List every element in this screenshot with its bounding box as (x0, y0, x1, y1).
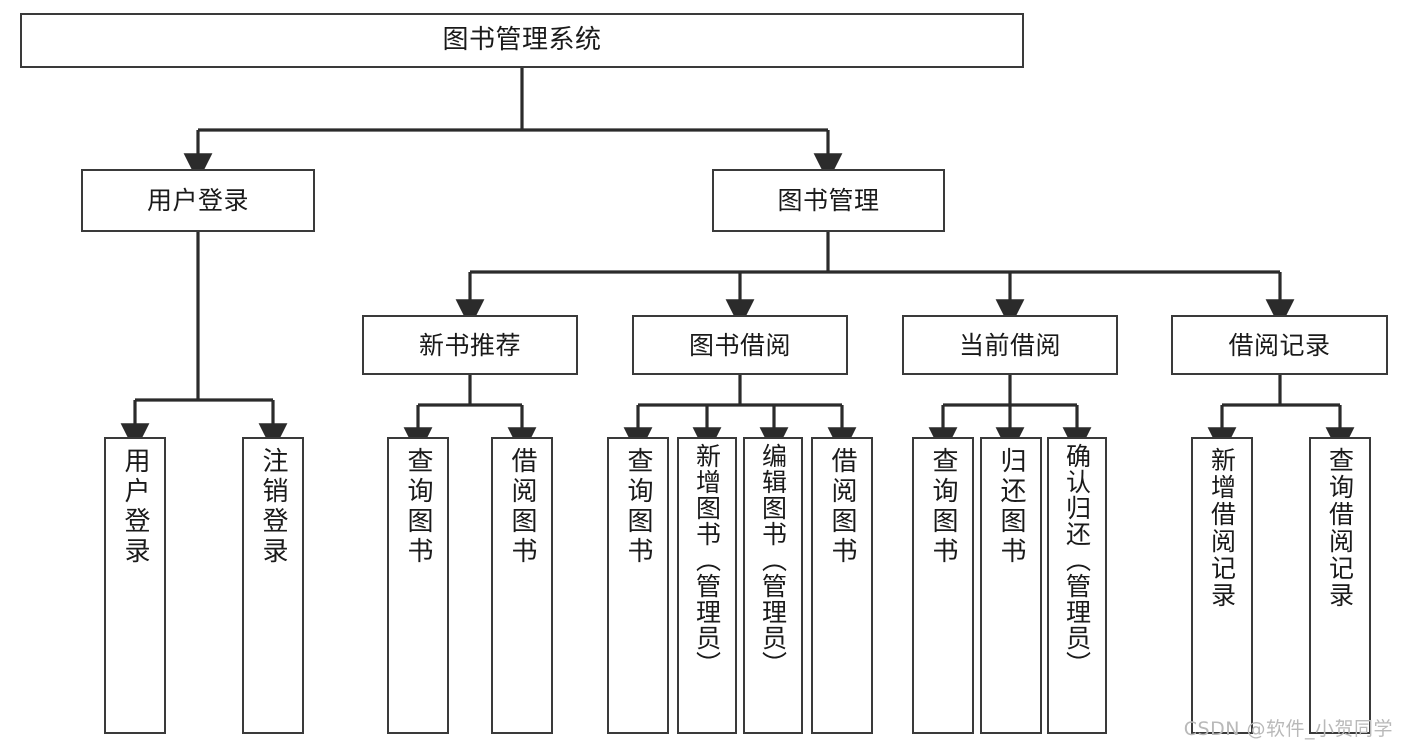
node-label: 确认归还（管理员） (1062, 443, 1092, 677)
leaf-borrow-book-recommend[interactable]: 借阅图书 (491, 437, 553, 734)
leaf-return-book[interactable]: 归还图书 (980, 437, 1042, 734)
node-label: 新增借阅记录 (1207, 447, 1237, 609)
node-book-manage[interactable]: 图书管理 (712, 169, 945, 232)
leaf-query-borrow-record[interactable]: 查询借阅记录 (1309, 437, 1371, 734)
node-label: 当前借阅 (958, 330, 1061, 360)
node-label: 新增图书（管理员） (692, 443, 722, 677)
csdn-watermark: CSDN @软件_小贺同学 (1183, 718, 1393, 740)
leaf-query-book-current[interactable]: 查询图书 (912, 437, 974, 734)
node-label: 新书推荐 (418, 330, 521, 360)
leaf-edit-book-admin[interactable]: 编辑图书（管理员） (743, 437, 803, 734)
leaf-query-book-recommend[interactable]: 查询图书 (387, 437, 449, 734)
leaf-user-login[interactable]: 用户登录 (104, 437, 166, 734)
leaf-borrow-book-borrow[interactable]: 借阅图书 (811, 437, 873, 734)
node-label: 借阅图书 (507, 447, 537, 567)
node-new-book-recommend[interactable]: 新书推荐 (362, 315, 578, 375)
node-label: 查询图书 (623, 447, 653, 567)
node-label: 借阅记录 (1228, 330, 1331, 360)
node-book-borrow[interactable]: 图书借阅 (632, 315, 848, 375)
node-label: 归还图书 (996, 447, 1026, 567)
node-user-login[interactable]: 用户登录 (81, 169, 315, 232)
node-root-system[interactable]: 图书管理系统 (20, 13, 1024, 68)
node-label: 用户登录 (146, 186, 249, 215)
leaf-logout-login[interactable]: 注销登录 (242, 437, 304, 734)
leaf-add-book-admin[interactable]: 新增图书（管理员） (677, 437, 737, 734)
node-label: 查询图书 (928, 447, 958, 567)
node-label: 图书管理 (777, 186, 880, 215)
node-borrow-record[interactable]: 借阅记录 (1171, 315, 1388, 375)
leaf-confirm-return-admin[interactable]: 确认归还（管理员） (1047, 437, 1107, 734)
node-label: 用户登录 (120, 447, 150, 567)
node-current-borrow[interactable]: 当前借阅 (902, 315, 1118, 375)
node-label: 查询图书 (403, 447, 433, 567)
leaf-query-book-borrow[interactable]: 查询图书 (607, 437, 669, 734)
node-label: 图书管理系统 (442, 25, 602, 56)
node-label: 查询借阅记录 (1325, 447, 1355, 609)
node-label: 图书借阅 (688, 330, 791, 360)
leaf-add-borrow-record[interactable]: 新增借阅记录 (1191, 437, 1253, 734)
node-label: 借阅图书 (827, 447, 857, 567)
node-label: 注销登录 (258, 447, 288, 567)
node-label: 编辑图书（管理员） (758, 443, 788, 677)
